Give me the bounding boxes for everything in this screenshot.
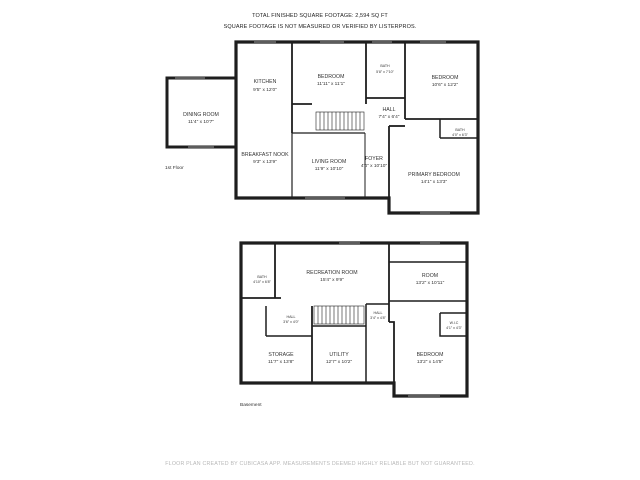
rec-room-label: RECREATION ROOM bbox=[306, 270, 357, 276]
living-dim: 11'9" x 10'10" bbox=[315, 166, 344, 172]
kitchen-dim: 9'5" x 12'0" bbox=[253, 87, 277, 93]
total-sqft-line: TOTAL FINISHED SQUARE FOOTAGE: 2,594 SQ … bbox=[252, 13, 388, 19]
foyer-dim: 4'4" x 10'10" bbox=[361, 163, 388, 169]
bedroom3-dim: 13'2" x 14'5" bbox=[417, 359, 444, 365]
rec-room-dim: 15'4" x 9'9" bbox=[320, 277, 344, 283]
living-label: LIVING ROOM bbox=[312, 159, 347, 165]
nook-label: BREAKFAST NOOK bbox=[241, 152, 289, 158]
kitchen-label: KITCHEN bbox=[254, 79, 277, 85]
room-label: ROOM bbox=[422, 273, 438, 279]
hall2-dim: 3'6" x 4'0" bbox=[283, 320, 299, 324]
primary-bedroom-label: PRIMARY BEDROOM bbox=[408, 172, 460, 178]
hall1-label: HALL bbox=[383, 107, 396, 113]
bath1-label: BATH bbox=[380, 64, 390, 68]
basement-windows bbox=[339, 242, 440, 397]
footer-disclaimer: FLOOR PLAN CREATED BY CUBICASA APP. MEAS… bbox=[165, 461, 475, 467]
hall1-dim: 7'4" x 6'4" bbox=[379, 114, 400, 120]
first-floor-labels: KITCHEN 9'5" x 12'0" BEDROOM 11'11" x 11… bbox=[183, 64, 468, 185]
bedroom2-label: BEDROOM bbox=[432, 75, 459, 81]
first-floor-windows bbox=[175, 41, 450, 214]
basement-stairs bbox=[313, 305, 365, 325]
basement-label: Basement bbox=[240, 402, 262, 408]
first-floor-label: 1st Floor bbox=[165, 165, 184, 171]
basement-plan bbox=[239, 241, 469, 398]
bath3-label: BATH bbox=[257, 275, 267, 279]
foyer-label: FOYER bbox=[365, 156, 383, 162]
storage-label: STORAGE bbox=[268, 352, 294, 358]
wic-dim: 4'1" x 4'3" bbox=[446, 326, 462, 330]
bedroom2-dim: 10'6" x 12'2" bbox=[432, 82, 459, 88]
bath2-dim: 4'0" x 6'3" bbox=[452, 133, 468, 137]
basement-labels: BATH 4'10" x 6'8" RECREATION ROOM 15'4" … bbox=[253, 270, 462, 365]
dining-label: DINING ROOM bbox=[183, 112, 219, 118]
bedroom1-dim: 11'11" x 11'1" bbox=[317, 81, 345, 87]
bath1-dim: 5'8" x 7'10" bbox=[376, 70, 394, 74]
primary-bedroom-dim: 14'1" x 13'3" bbox=[421, 179, 448, 185]
storage-dim: 11'7" x 13'8" bbox=[268, 359, 294, 365]
bedroom1-label: BEDROOM bbox=[318, 74, 345, 80]
wic-label: W.I.C bbox=[450, 321, 459, 325]
utility-dim: 12'7" x 10'2" bbox=[326, 359, 353, 365]
hall3-label: HALL bbox=[374, 311, 383, 315]
nook-dim: 9'3" x 13'9" bbox=[253, 159, 277, 165]
bath3-dim: 4'10" x 6'8" bbox=[253, 280, 271, 284]
room-dim: 13'2" x 10'11" bbox=[416, 280, 445, 286]
first-floor-stairs bbox=[315, 111, 365, 131]
first-floor-outer-wall bbox=[234, 40, 480, 215]
first-floor-plan bbox=[165, 40, 480, 215]
dining-dim: 11'4" x 10'7" bbox=[188, 119, 214, 125]
disclaimer-line: SQUARE FOOTAGE IS NOT MEASURED OR VERIFI… bbox=[223, 24, 417, 30]
hall3-dim: 3'4" x 4'8" bbox=[370, 316, 386, 320]
utility-label: UTILITY bbox=[329, 352, 349, 358]
bath2-label: BATH bbox=[455, 128, 465, 132]
hall2-label: HALL bbox=[287, 315, 296, 319]
bedroom3-label: BEDROOM bbox=[417, 352, 444, 358]
